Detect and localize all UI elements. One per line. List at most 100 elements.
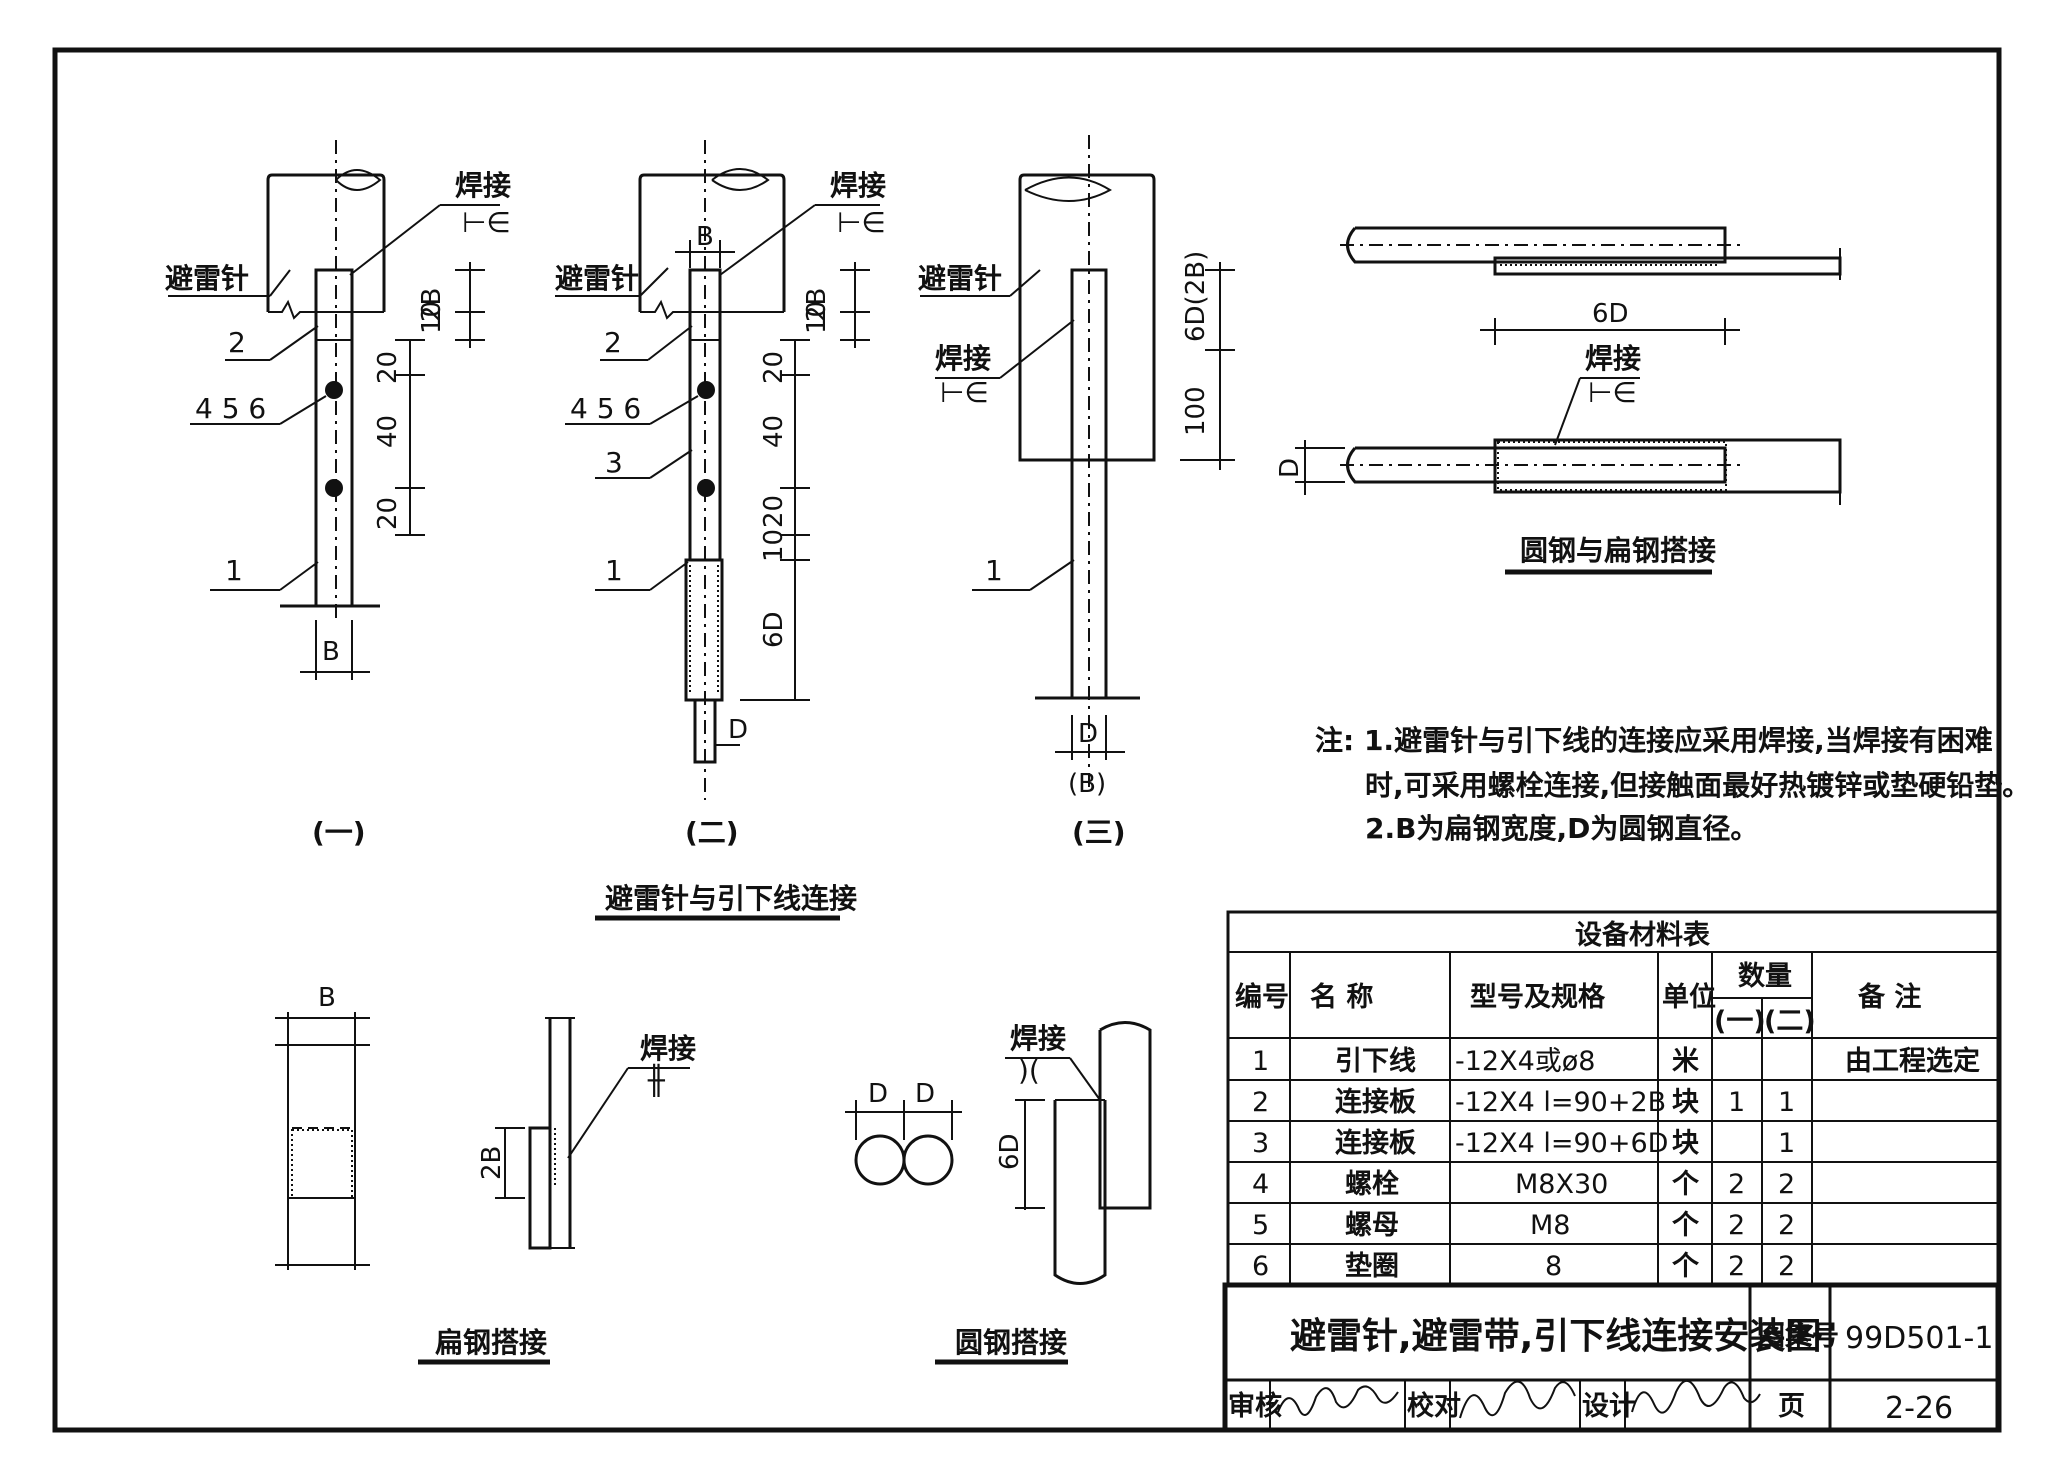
main-caption: 避雷针与引下线连接: [605, 882, 857, 915]
th-q2: (二): [1764, 1006, 1816, 1037]
dim-2B-fig2: 2B: [802, 288, 832, 322]
weld-symbol-fig2: ⊢∈: [837, 206, 886, 239]
dim-D-rf: D: [1275, 458, 1305, 478]
caption-fig1: (一): [312, 816, 366, 849]
dim-20a-fig2: 20: [759, 351, 789, 384]
part-1-fig1: 1: [225, 554, 243, 587]
check-label: 校对: [1407, 1390, 1461, 1422]
weld-symbol-fig1: ⊢∈: [462, 206, 511, 239]
dim-6D-fig2: 6D: [759, 611, 789, 648]
label-weld-fig2: 焊接: [830, 169, 886, 202]
cell-unit: 米: [1672, 1046, 1699, 1077]
cell-q2: 2: [1778, 1169, 1795, 1200]
cell-q1: 2: [1728, 1210, 1745, 1241]
note-line-2: 时,可采用螺栓连接,但接触面最好热镀锌或垫硬铅垫。: [1365, 769, 2030, 802]
dim-2B-flat: 2B: [477, 1146, 507, 1180]
cell-name: 螺母: [1345, 1210, 1399, 1241]
figure-round-flat-overlap: 6D 焊接 ⊢∈ D 圆钢与扁钢搭接: [1275, 226, 1842, 575]
cell-q1: 2: [1728, 1169, 1745, 1200]
weld-symbol-flat: ╫: [647, 1063, 666, 1097]
signature-review: [1277, 1385, 1399, 1416]
cell-name: 垫圈: [1345, 1251, 1399, 1282]
dim-40-fig2: 40: [759, 415, 789, 448]
dim-6D2B-fig3: 6D(2B): [1181, 251, 1211, 342]
cell-unit: 个: [1672, 1210, 1700, 1241]
figure-round-overlap: D D 6D 焊接 )( 圆钢搭接: [845, 1021, 1152, 1365]
th-remark: 备 注: [1857, 981, 1921, 1013]
cell-spec: 8: [1545, 1251, 1562, 1282]
cell-name: 连接板: [1335, 1086, 1416, 1118]
signature-design: [1631, 1380, 1761, 1414]
label-lightning-rod-fig2: 避雷针: [555, 262, 639, 295]
part-456-fig1: 4 5 6: [195, 392, 266, 425]
table-row: 1 引下线 -12X4或ø8 米 由工程选定: [1252, 1045, 1980, 1077]
cell-no: 5: [1252, 1210, 1269, 1241]
page-label: 页: [1778, 1391, 1805, 1422]
dim-20b-fig1: 20: [373, 497, 403, 530]
dim-20b-fig2: 20: [759, 495, 789, 528]
label-weld-fig1: 焊接: [455, 169, 511, 202]
atlas-number: 99D501-1: [1845, 1321, 1993, 1356]
cell-q2: 2: [1778, 1210, 1795, 1241]
cell-q1: 2: [1728, 1251, 1745, 1282]
part-2-fig1: 2: [228, 326, 246, 359]
table-row: 2 连接板 -12X4 l=90+2B 块 1 1: [1252, 1086, 1795, 1118]
signature-check: [1459, 1380, 1576, 1419]
label-weld-rf: 焊接: [1585, 342, 1641, 375]
th-name: 名 称: [1310, 981, 1373, 1013]
cell-no: 1: [1252, 1046, 1269, 1077]
label-weld-flat: 焊接: [640, 1032, 696, 1065]
table-row: 4 螺栓 M8X30 个 2 2: [1252, 1169, 1795, 1200]
dim-10-fig1: 10: [417, 301, 447, 334]
page-number: 2-26: [1885, 1391, 1953, 1426]
cell-q1: 1: [1728, 1087, 1745, 1118]
figure-1: 2B 10 20 40 20 B 避雷针 焊接 ⊢∈ 2 4 5 6 1 (一): [165, 140, 511, 849]
caption-flat: 扁钢搭接: [435, 1326, 547, 1359]
cell-spec: M8: [1530, 1210, 1570, 1241]
review-label: 审核: [1228, 1390, 1282, 1422]
dim-B-fig2: B: [696, 222, 714, 252]
cell-spec: -12X4 l=90+6D: [1455, 1128, 1668, 1159]
cell-q2: 2: [1778, 1251, 1795, 1282]
cell-unit: 块: [1672, 1128, 1700, 1159]
cell-no: 6: [1252, 1251, 1269, 1282]
th-qty: 数量: [1738, 961, 1792, 992]
cell-name: 引下线: [1335, 1046, 1416, 1077]
cell-unit: 块: [1672, 1087, 1700, 1118]
cell-no: 2: [1252, 1087, 1269, 1118]
cell-no: 3: [1252, 1128, 1269, 1159]
cell-spec: -12X4或ø8: [1455, 1046, 1595, 1077]
dim-D-fig3: D: [1078, 719, 1098, 749]
weld-symbol-round: )(: [1018, 1054, 1040, 1087]
dim-B-flat: B: [318, 983, 336, 1013]
table-row: 5 螺母 M8 个 2 2: [1252, 1210, 1795, 1241]
caption-fig2: (二): [685, 816, 739, 849]
dim-D-fig2: D: [728, 715, 748, 745]
weld-symbol-rf: ⊢∈: [1588, 376, 1637, 409]
cell-unit: 个: [1672, 1169, 1700, 1200]
dim-B-fig1: B: [322, 637, 340, 667]
dim-10a-fig2: 10: [802, 301, 832, 334]
label-lightning-rod-fig3: 避雷针: [918, 262, 1002, 295]
dim-20a-fig1: 20: [373, 351, 403, 384]
th-no: 编号: [1235, 981, 1289, 1013]
th-q1: (一): [1714, 1006, 1766, 1037]
title-block-title: 避雷针,避雷带,引下线连接安装图: [1290, 1316, 1821, 1357]
table-row: 6 垫圈 8 个 2 2: [1252, 1251, 1795, 1282]
caption-round: 圆钢搭接: [955, 1326, 1067, 1359]
dim-40-fig1: 40: [373, 415, 403, 448]
th-spec: 型号及规格: [1470, 982, 1606, 1013]
cell-q2: 1: [1778, 1087, 1795, 1118]
figure-flat-overlap: B 2B 焊接 ╫ 扁钢搭接: [275, 983, 696, 1365]
dim-100-fig3: 100: [1181, 386, 1211, 436]
material-table: 设备材料表 编号 名 称 型号及规格 单位 数量 (一) (二) 备 注 1 引…: [1226, 910, 2000, 1287]
weld-symbol-fig3: ⊢∈: [940, 376, 989, 409]
label-lightning-rod-fig1: 避雷针: [165, 262, 249, 295]
design-label: 设计: [1582, 1391, 1636, 1422]
part-1-fig3: 1: [985, 554, 1003, 587]
atlas-label: 图集号: [1758, 1320, 1839, 1352]
table-row: 3 连接板 -12X4 l=90+6D 块 1: [1252, 1127, 1795, 1159]
cell-spec: -12X4 l=90+2B: [1455, 1087, 1666, 1118]
cell-spec: M8X30: [1515, 1169, 1608, 1200]
dim-10b-fig2: 10: [759, 529, 789, 562]
